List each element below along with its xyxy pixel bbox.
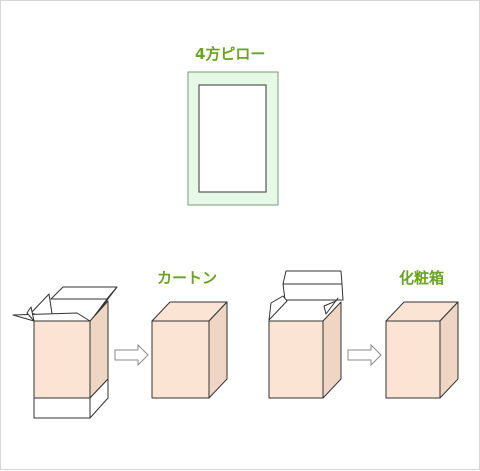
back-top-flap bbox=[50, 286, 118, 300]
cosmetic-closed-front bbox=[385, 320, 441, 399]
pillow-inner bbox=[198, 84, 267, 193]
carton-label: カートン bbox=[157, 269, 218, 287]
open-cosmetic-box bbox=[268, 270, 344, 399]
carton-front-face bbox=[33, 320, 91, 399]
carton-front bbox=[151, 320, 210, 399]
front-flap bbox=[12, 312, 91, 322]
right-dust-flap bbox=[323, 297, 339, 315]
tuck-flap bbox=[282, 270, 343, 285]
left-tab bbox=[26, 306, 35, 322]
cosmetic-box-label: 化粧箱 bbox=[399, 269, 445, 287]
four-side-pillow-label: 4方ピロー bbox=[195, 45, 266, 63]
carton-bottom-front-strip bbox=[33, 397, 91, 419]
four-side-pillow-frame bbox=[187, 71, 279, 206]
arrow-1 bbox=[114, 343, 149, 367]
left-dust-flap bbox=[268, 295, 288, 321]
closed-carton-box bbox=[151, 301, 228, 399]
cosmetic-side bbox=[322, 301, 342, 399]
cosmetic-front bbox=[268, 320, 324, 399]
arrow-2 bbox=[347, 343, 382, 367]
closed-cosmetic-box bbox=[385, 301, 459, 399]
open-carton-with-flaps bbox=[12, 286, 118, 419]
back-lid bbox=[282, 283, 344, 301]
